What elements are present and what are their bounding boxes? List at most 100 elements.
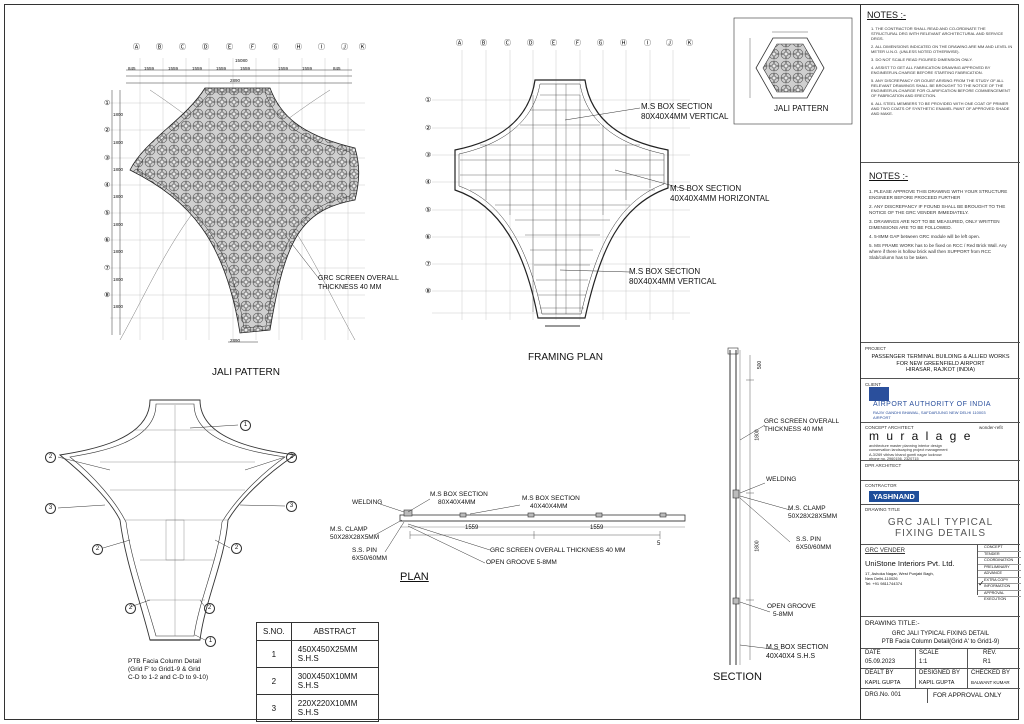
framing-leaders: [284, 107, 689, 281]
grid-label: Ⓓ: [527, 40, 534, 47]
plan-groove: OPEN GROOVE 5-8MM: [486, 559, 557, 566]
column-detail-caption: PTB Facia Column Detail (Grid F' to Grid…: [128, 658, 208, 682]
framing-label-horizontal: M.S BOX SECTION 40X40X4MM HORIZONTAL: [670, 184, 769, 204]
status-item: INFORMATION: [978, 584, 1021, 591]
grid-label: ③: [104, 155, 111, 162]
status-item-approval: APPROVAL: [978, 591, 1021, 597]
grid-label: ⑥: [425, 234, 432, 241]
approval-status: FOR APPROVAL ONLY: [933, 692, 1002, 699]
label-line: M.S BOX SECTION: [522, 495, 580, 502]
dim-label: 1800: [113, 222, 124, 227]
label-line: OPEN GROOVE: [767, 603, 816, 610]
callout-2-right: 2: [286, 452, 297, 463]
label-line: M.S BOX SECTION: [641, 102, 713, 111]
jali-pattern-drawing: [110, 58, 365, 343]
client-section: CLIENT AIRPORT AUTHORITY OF INDIA RAJIV …: [861, 378, 1020, 422]
label-line: 40X40X4MM HORIZONTAL: [670, 194, 770, 203]
grid-label: Ⓐ: [133, 44, 140, 51]
callout-1-top: 1: [240, 420, 251, 431]
dim-label: 845: [333, 66, 341, 71]
callout-2-low-left: 2: [125, 603, 136, 614]
dealt-label: DEALT BY: [865, 670, 894, 676]
plan-grc-note: GRC SCREEN OVERALL THICKNESS 40 MM: [490, 547, 626, 554]
grid-label: Ⓔ: [550, 40, 557, 47]
muralage-line: architecture master planning interior de…: [869, 444, 942, 448]
client-address: RAJIV GANDHI BHAWAL, SAFDARJUNG NEW DELH…: [873, 410, 986, 415]
plan-clamp: M.S. CLAMP 50X28X28X5MM: [330, 526, 379, 542]
label-line: M.S BOX SECTION: [670, 184, 742, 193]
grid-label: Ⓓ: [202, 44, 209, 51]
project-line: PASSENGER TERMINAL BUILDING & ALLIED WOR…: [871, 354, 1010, 360]
framing-label-vertical-bottom: M.S BOX SECTION 80X40X4MM VERTICAL: [629, 267, 716, 287]
status-item: COORDINATION: [978, 558, 1021, 565]
section-grc: GRC SCREEN OVERALL THICKNESS 40 MM: [764, 418, 839, 434]
grid-label: Ⓖ: [597, 40, 604, 47]
status-item: EXECUTION: [984, 597, 1007, 601]
note-item: 1. PLEASE APPROVE THIS DRAWING WITH YOUR…: [869, 189, 1008, 200]
abstract-value: 300X450X10MM S.H.S: [290, 667, 379, 695]
label-line: 5-8MM: [773, 611, 794, 618]
concept-tag: wonder-refit: [979, 425, 1003, 430]
callout-2-mid-left: 2: [92, 544, 103, 555]
plan-box-40: M.S BOX SECTION 40X40X4MM: [522, 495, 580, 511]
note-item: 5. ANY DISCREPANCY OR DOUBT ARISING FROM…: [871, 78, 1011, 98]
table-row: 2 300X450X10MM S.H.S: [256, 667, 379, 695]
grid-label: ②: [425, 125, 432, 132]
rev-label: REV.: [983, 650, 997, 656]
vendor-name: UniStone Interiors Pvt. Ltd.: [865, 559, 955, 568]
callout-2-mid-right: 2: [231, 543, 242, 554]
grid-label: Ⓔ: [226, 44, 233, 51]
section-dim-2: 1800: [754, 540, 761, 552]
section-dim-3: 500: [757, 360, 764, 370]
dim-label: 1800: [113, 249, 124, 254]
grid-label: Ⓚ: [359, 44, 366, 51]
contractor-logo: YASHNAND: [869, 491, 919, 502]
grid-label: Ⓗ: [295, 44, 302, 51]
note-item: 3. DO NOT SCALE READ FIGURED DIMENSION O…: [871, 57, 973, 62]
column-caption-line: PTB Facia Column Detail: [128, 658, 201, 665]
client-name: AIRPORT AUTHORITY OF INDIA: [873, 401, 992, 408]
jali-note-line: GRC SCREEN OVERALL: [318, 275, 399, 282]
note-item: 1. THE CONTRACTOR SHALL READ AND CO-ORDI…: [871, 26, 1004, 41]
scale-value: 1:1: [919, 659, 928, 665]
drawing-title-section: DRAWING TITLE GRC JALI TYPICAL FIXING DE…: [861, 504, 1020, 544]
drawing-title-label: DRAWING TITLE: [865, 507, 901, 512]
label-line: 50X28X28X5MM: [788, 513, 838, 520]
vendor-address: 17, Ashoka Nagar, West Punjabi Bagh, New…: [865, 571, 934, 586]
grid-label: Ⓘ: [318, 44, 325, 51]
label-line: S.S. PIN: [796, 536, 821, 543]
callout-3-right: 3: [286, 501, 297, 512]
dim-label: 1559: [216, 66, 227, 71]
jali-overall-dim: 15080: [235, 58, 248, 63]
grid-label: Ⓕ: [574, 40, 581, 47]
vendor-address-line: New Delhi-110026: [865, 576, 898, 581]
dim-label: 1559: [192, 66, 203, 71]
approval-check-icon: ✓: [978, 579, 985, 588]
section-dim-1: 1800: [754, 429, 761, 441]
label-line: 50X28X28X5MM: [330, 534, 380, 541]
dealt-value: KAPIL GUPTA: [865, 680, 901, 686]
concept-architect-section: CONCEPT ARCHITECT wonder-refit m u r a l…: [861, 422, 1020, 461]
grid-label: Ⓚ: [686, 40, 693, 47]
abstract-sno: 1: [256, 640, 292, 668]
grid-label: ③: [425, 152, 432, 159]
grid-label: ④: [425, 179, 432, 186]
framing-plan-drawing: [432, 50, 690, 327]
label-line: 6X50/60MM: [796, 544, 832, 551]
label-line: THICKNESS 40 MM: [764, 426, 823, 433]
column-caption-line: (Grid F' to Grid1-9 & Grid: [128, 666, 201, 673]
project-section: PROJECT PASSENGER TERMINAL BUILDING & AL…: [861, 342, 1020, 378]
label-line: M.S BOX SECTION: [766, 644, 829, 651]
dim-label: 1800: [113, 140, 124, 145]
note-item: 3. DRAWINGS ARE NOT TO BE MEASURED, ONLY…: [869, 219, 1000, 230]
title-block: NOTES :- 1. THE CONTRACTOR SHALL READ AN…: [860, 4, 1021, 720]
grid-label: ⑦: [425, 261, 432, 268]
dim-label: 1559: [302, 66, 313, 71]
label-line: M.S. CLAMP: [330, 526, 368, 533]
grid-label: Ⓒ: [179, 44, 186, 51]
aai-logo: [869, 387, 889, 401]
section-welding: WELDING: [766, 476, 797, 483]
dim-label: 1559: [168, 66, 179, 71]
abstract-sno: 3: [256, 694, 292, 722]
grid-label: Ⓕ: [249, 44, 256, 51]
